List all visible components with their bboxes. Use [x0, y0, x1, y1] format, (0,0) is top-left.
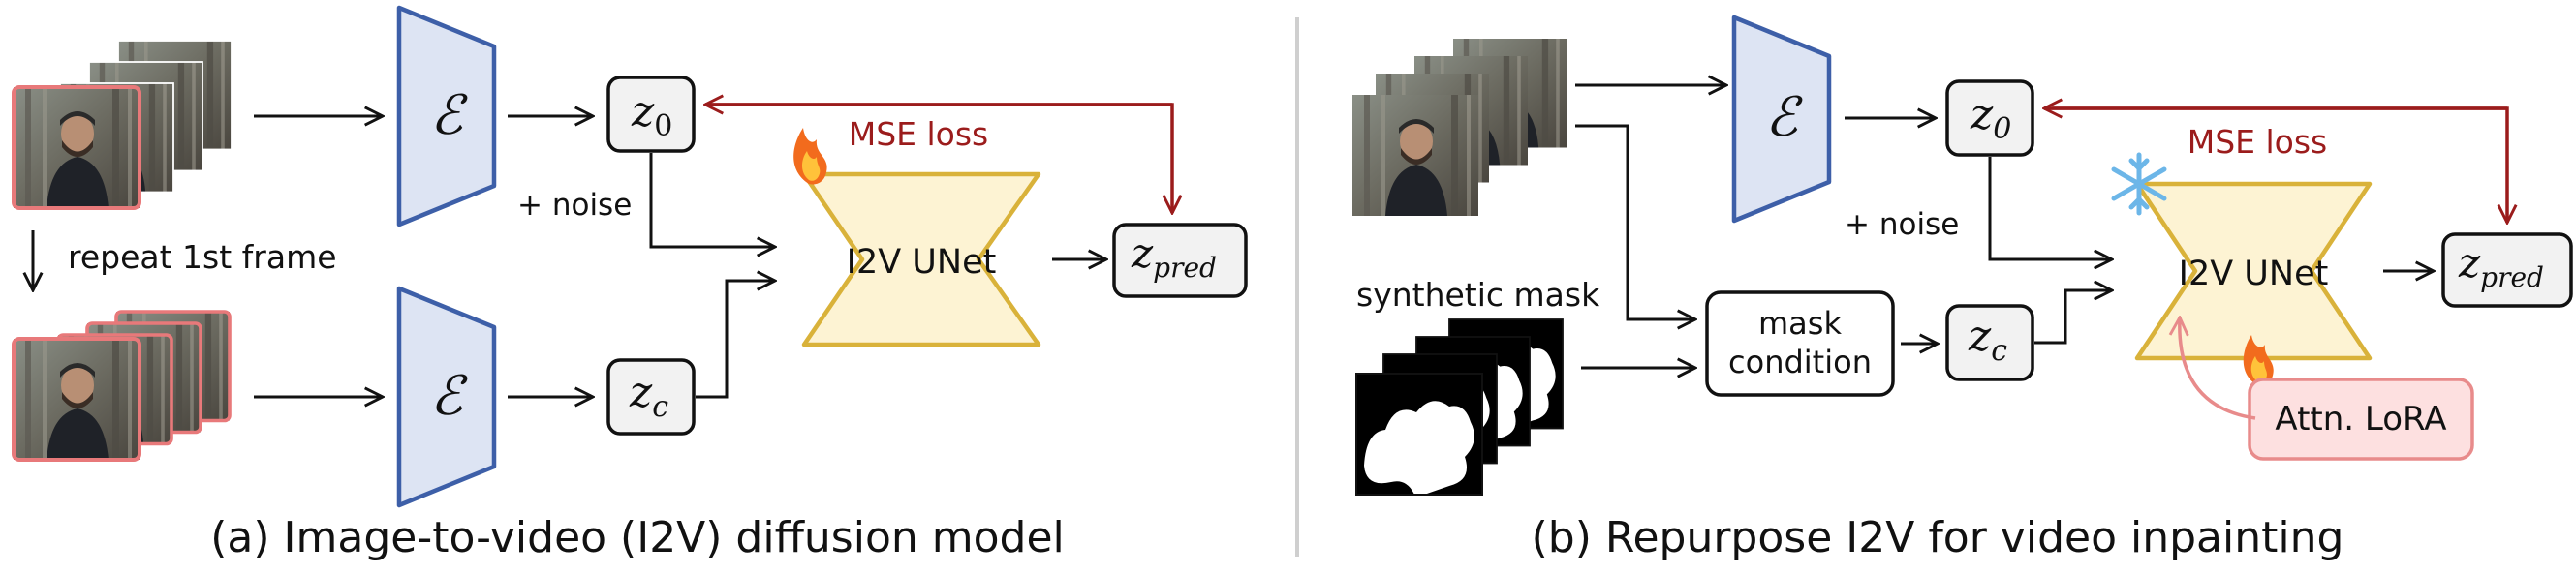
noise-label: + noise: [517, 188, 632, 223]
z0-node: z0: [606, 76, 696, 153]
encoder-top: ℰ: [396, 5, 497, 227]
fire-icon: [793, 128, 827, 185]
zpred-node: zpred: [2441, 232, 2573, 308]
svg-text:z0: z0: [631, 87, 672, 143]
encoder-symbol: ℰ: [1765, 86, 1803, 149]
arrow-video-to-mask-condition: [1575, 124, 1695, 319]
unet-block: I2V UNet: [2134, 181, 2373, 361]
input-video-frames: [12, 40, 233, 210]
encoder-symbol: ℰ: [430, 84, 468, 147]
svg-text:zc: zc: [1968, 312, 2007, 368]
repeat-frame-label: repeat 1st frame: [68, 238, 337, 276]
arrow-zc-to-unet: [2034, 290, 2112, 345]
mask-condition-label-line1: mask: [1758, 305, 1842, 342]
unet-label: I2V UNet: [847, 243, 997, 282]
synthetic-mask-frames: [1355, 318, 1564, 496]
panel-a: repeat 1st frame ℰ ℰ z0: [12, 5, 1248, 562]
mse-loss-label: MSE loss: [2188, 123, 2328, 161]
encoder-bottom: ℰ: [396, 286, 497, 508]
panel-b: synthetic mask mask condition ℰ z0 zc: [1352, 15, 2573, 562]
encoder-symbol: ℰ: [430, 365, 468, 428]
arrow-lora-to-unet: [2180, 317, 2256, 420]
svg-text:zpred: zpred: [1131, 229, 1217, 284]
z0-node: z0: [1945, 79, 2034, 157]
mask-condition-block: mask condition: [1705, 290, 1895, 397]
svg-text:z0: z0: [1970, 90, 2011, 146]
unet-block: I2V UNet: [801, 171, 1041, 347]
input-video-frames: [1352, 39, 1567, 216]
arrow-zc-to-unet: [696, 281, 775, 399]
arrow-noise-to-unet: [649, 153, 775, 247]
svg-text:zc: zc: [629, 368, 668, 424]
mask-condition-label-line2: condition: [1728, 344, 1872, 380]
zc-node: zc: [1945, 304, 2034, 381]
repeated-first-frames: [12, 310, 232, 462]
attn-lora-block: Attn. LoRA: [2248, 378, 2474, 461]
synthetic-mask-label: synthetic mask: [1356, 276, 1600, 314]
encoder: ℰ: [1731, 15, 1832, 224]
svg-text:zpred: zpred: [2458, 239, 2544, 293]
mse-loss-label: MSE loss: [849, 115, 989, 153]
zpred-node: zpred: [1112, 223, 1248, 298]
noise-label: + noise: [1845, 207, 1959, 242]
fire-icon: [2243, 335, 2274, 386]
unet-label: I2V UNet: [2179, 255, 2329, 293]
arrow-noise-to-unet: [1988, 157, 2112, 259]
snowflake-icon: [2111, 152, 2167, 216]
zc-node: zc: [606, 358, 696, 436]
caption-b: (b) Repurpose I2V for video inpainting: [1532, 513, 2344, 562]
lora-label: Attn. LoRA: [2275, 400, 2446, 438]
caption-a: (a) Image-to-video (I2V) diffusion model: [210, 513, 1065, 562]
